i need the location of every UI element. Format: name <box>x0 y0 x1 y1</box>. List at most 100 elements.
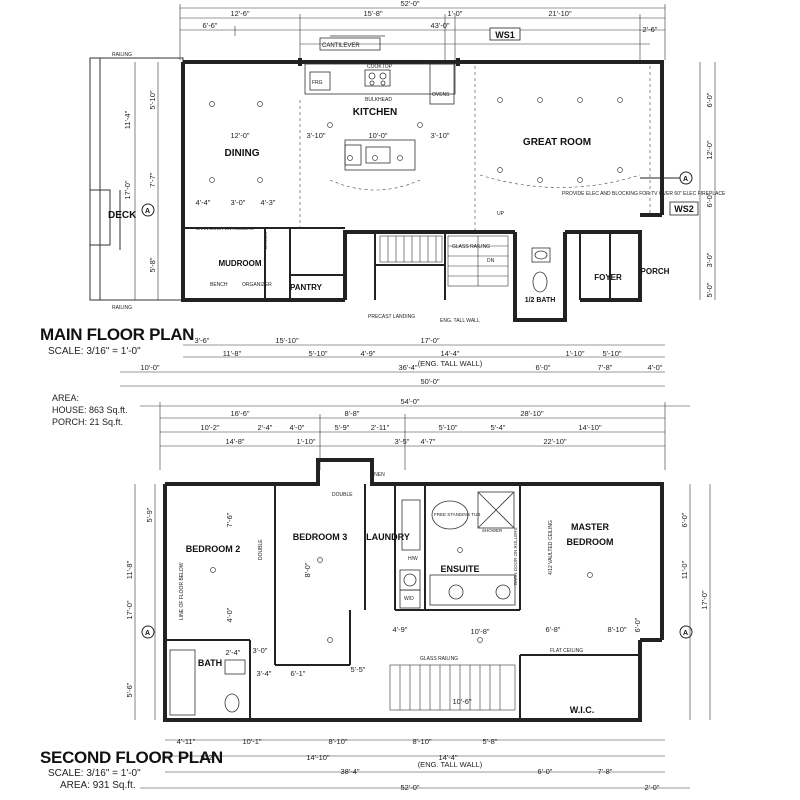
dim-second-left: 17'-0" <box>125 600 134 619</box>
main-side-dimensions <box>134 62 716 300</box>
dim-main-top: 15'-8" <box>363 9 382 18</box>
dim-second-inner: 2'-4" <box>226 648 241 657</box>
dim-kitchen-side: 3'-10" <box>430 131 449 140</box>
dim-second-bottom: 9'-2" <box>201 753 216 762</box>
second-fixtures <box>169 491 516 716</box>
dim-main-top: 12'-6" <box>230 9 249 18</box>
dim-second-top: 4'-7" <box>421 437 436 446</box>
dim-second-inner: 8'-0" <box>303 562 312 577</box>
note-vaulted: 4/12 VAULTED CEILING <box>548 520 554 575</box>
dim-main-bottom: 6'-0" <box>536 363 551 372</box>
area-porch: PORCH: 21 Sq.ft. <box>52 417 124 427</box>
dim-second-top: 14'-8" <box>225 437 244 446</box>
main-floor-title: MAIN FLOOR PLAN <box>40 325 195 344</box>
dim-second-top: 2'-4" <box>258 423 273 432</box>
note-glass-railing-2: GLASS RAILING <box>420 656 458 662</box>
second-floor-scale: SCALE: 3/16" = 1'-0" <box>48 768 141 779</box>
note-tall-wall: ENG. TALL WALL <box>440 318 480 324</box>
room-master: MASTER <box>571 522 610 532</box>
dim-main-bottom: 4'-9" <box>361 349 376 358</box>
deck <box>89 57 184 301</box>
area-house: HOUSE: 863 Sq.ft. <box>52 405 128 415</box>
dim-main-overall-bottom: 50'-0" <box>420 377 439 386</box>
dim-main-left: 5'-8" <box>148 257 157 272</box>
dim-second-top: 8'-8" <box>345 409 360 418</box>
note-dn: DN <box>487 258 495 264</box>
main-floor-scale: SCALE: 3/16" = 1'-0" <box>48 346 141 357</box>
dim-main-bottom: 17'-0" <box>420 336 439 345</box>
dim-main-left: 11'-4" <box>123 110 132 129</box>
dim-second-left: 11'-8" <box>125 560 134 579</box>
dim-dining-low: 4'-3" <box>261 198 276 207</box>
dim-main-right: 6'-0" <box>705 92 714 107</box>
second-bottom-dimensions <box>140 739 690 789</box>
dim-main-right: 12'-0" <box>705 140 714 159</box>
dim-second-left: 5'-6" <box>125 682 134 697</box>
room-kitchen: KITCHEN <box>353 107 397 118</box>
dim-main-bottom: 4'-0" <box>648 363 663 372</box>
dim-dining-low: 4'-4" <box>196 198 211 207</box>
dim-second-inner: 10'-8" <box>470 627 489 636</box>
dim-second-bottom: 14'-10" <box>306 753 330 762</box>
room-bedroom-2: BEDROOM 2 <box>186 544 241 554</box>
dim-second-inner: 6'-8" <box>546 625 561 634</box>
dim-second-inner: 8'-10" <box>607 625 626 634</box>
main-stairs <box>379 235 509 287</box>
room-deck: DECK <box>108 210 137 221</box>
ws2-label: WS2 <box>674 204 694 214</box>
dim-main-right: 3'-0" <box>705 252 714 267</box>
dim-second-inner: 5'-5" <box>351 665 366 674</box>
dim-second-right: 6'-0" <box>680 512 689 527</box>
room-laundry: LAUNDRY <box>366 532 410 542</box>
dim-dining: 12'-0" <box>230 131 249 140</box>
note-wd: W/D <box>404 596 414 602</box>
note-precast-landing: PRECAST LANDING <box>368 314 415 320</box>
deck-railing-top: RAILING <box>112 52 132 58</box>
note-bulkhead: BULKHEAD <box>365 97 392 103</box>
dim-main-bottom: 5'-10" <box>602 349 621 358</box>
room-master-bedroom: BEDROOM <box>567 537 614 547</box>
second-top-dimensions <box>140 402 690 470</box>
dim-main-left: 5'-10" <box>148 90 157 109</box>
dim-second-top: 1'-10" <box>296 437 315 446</box>
area-summary: AREA: HOUSE: 863 Sq.ft. PORCH: 21 Sq.ft. <box>52 392 128 428</box>
dim-second-bottom: 4'-11" <box>177 737 196 746</box>
second-floor-plan: 54'-0" 16'-6" 8'-8" 28'-10" 10'-2" 2'-4"… <box>125 397 711 792</box>
dim-second-top: 4'-0" <box>290 423 305 432</box>
dim-second-inner: 10'-6" <box>452 697 471 706</box>
dim-second-right: 17'-0" <box>700 590 709 609</box>
note-up: UP <box>497 211 505 217</box>
dim-main-bottom: 5'-10" <box>308 349 327 358</box>
note-barn-door-2: BARN DOOR ON ROLLERS <box>513 527 518 585</box>
room-dining: DINING <box>225 148 260 159</box>
note-tub: FREE STANDING TUB <box>434 512 480 517</box>
dim-main-top: 6'-6" <box>203 21 218 30</box>
dim-main-bottom: 3'-6" <box>195 336 210 345</box>
dim-second-inner: 4'-0" <box>225 607 234 622</box>
room-foyer: FOYER <box>594 273 622 282</box>
main-floor-plan: 52'-0" 12'-6" 15'-8" 1'-0" 21'-10" 2'-6"… <box>89 0 726 387</box>
second-interior-walls <box>165 484 640 720</box>
dim-second-inner: 7'-6" <box>225 512 234 527</box>
dim-main-right: 5'-0" <box>705 282 714 297</box>
dim-second-top: 16'-6" <box>230 409 249 418</box>
dim-second-top: 5'-9" <box>335 423 350 432</box>
dim-second-top: 2'-11" <box>371 423 390 432</box>
section-a-left: A <box>145 208 150 215</box>
room-mudroom: MUDROOM <box>218 259 261 268</box>
dim-second-overall-bottom: 52'-0" <box>400 783 419 792</box>
second-floor-area: AREA: 931 Sq.ft. <box>60 780 136 791</box>
dim-second-tall-wall: (ENG. TALL WALL) <box>418 760 483 769</box>
area-heading: AREA: <box>52 393 80 403</box>
light-fixtures-main <box>209 97 623 183</box>
note-double-closet-2: DOUBLE <box>332 492 353 498</box>
dim-second-top: 14'-10" <box>578 423 602 432</box>
section-markers-main <box>141 171 693 217</box>
dim-second-overall: 54'-0" <box>400 397 419 406</box>
light-fixtures-second <box>210 547 593 643</box>
dim-main-bottom: 11'-8" <box>223 349 242 358</box>
ceiling-lines <box>299 66 651 230</box>
dim-second-bottom: 14'-4" <box>438 753 457 762</box>
dim-second-bottom: 10'-1" <box>242 737 261 746</box>
dim-second-bottom: 6'-0" <box>538 767 553 776</box>
